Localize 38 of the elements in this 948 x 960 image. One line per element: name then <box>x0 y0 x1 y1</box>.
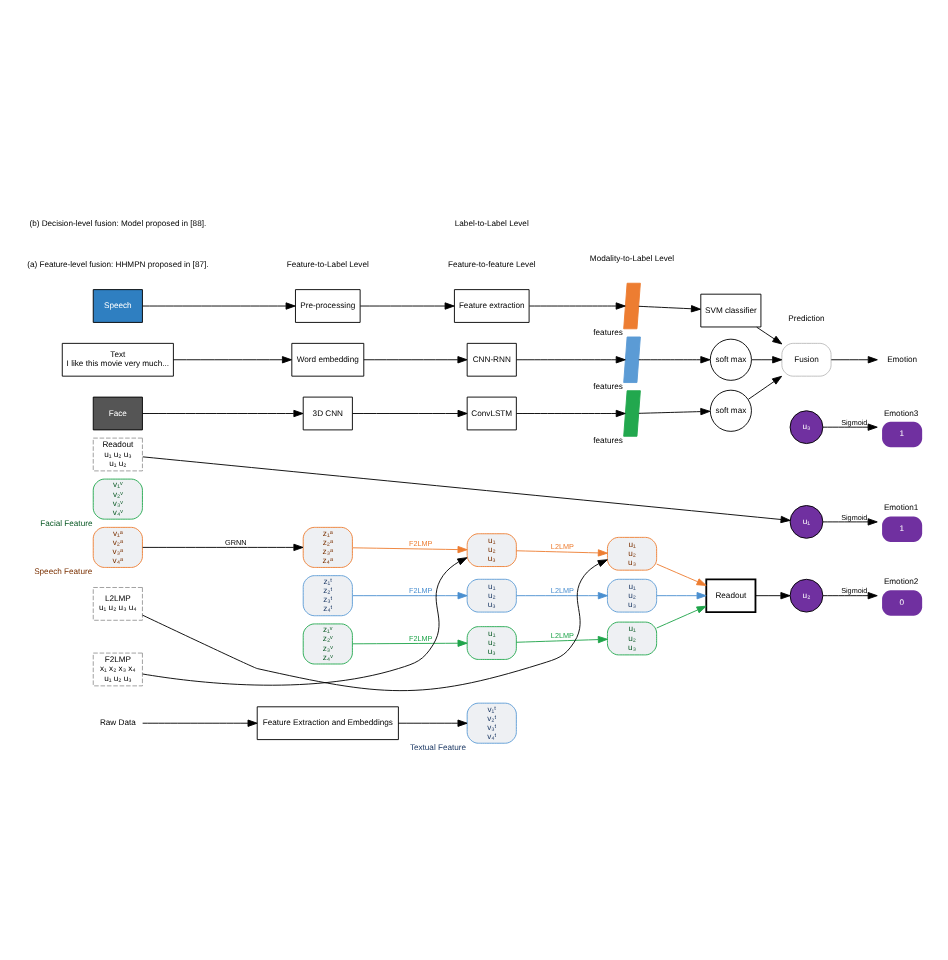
arrow <box>142 456 791 524</box>
arrow <box>638 407 711 416</box>
arrow <box>359 302 455 310</box>
arrow <box>638 305 701 313</box>
arrow <box>142 557 468 686</box>
arrow <box>397 719 468 727</box>
arrow <box>755 592 791 600</box>
arrow <box>516 635 608 644</box>
arrow <box>142 543 304 552</box>
node-bar <box>623 390 641 437</box>
arrow <box>748 375 783 400</box>
arrow <box>352 545 468 554</box>
arrow <box>142 302 296 310</box>
arrow <box>822 592 878 600</box>
arrow <box>363 356 468 364</box>
arrow <box>656 563 707 586</box>
arrow <box>638 356 711 364</box>
arrow <box>352 639 468 647</box>
arrow <box>751 356 783 364</box>
arrow <box>142 559 608 692</box>
node-bar <box>623 336 641 383</box>
arrow <box>822 518 878 526</box>
arrow <box>656 605 707 629</box>
arrow <box>142 409 304 418</box>
node-bar <box>623 282 641 330</box>
arrow <box>173 356 292 364</box>
arrow <box>756 326 783 345</box>
arrow <box>516 592 608 600</box>
arrow <box>830 356 878 364</box>
arrow <box>352 409 468 418</box>
arrow <box>656 592 707 600</box>
arrow <box>528 302 626 310</box>
arrow <box>822 423 878 431</box>
arrow <box>516 549 608 557</box>
arrow <box>516 409 626 418</box>
arrow <box>516 356 626 364</box>
arrow <box>142 719 258 727</box>
arrow <box>352 592 468 600</box>
